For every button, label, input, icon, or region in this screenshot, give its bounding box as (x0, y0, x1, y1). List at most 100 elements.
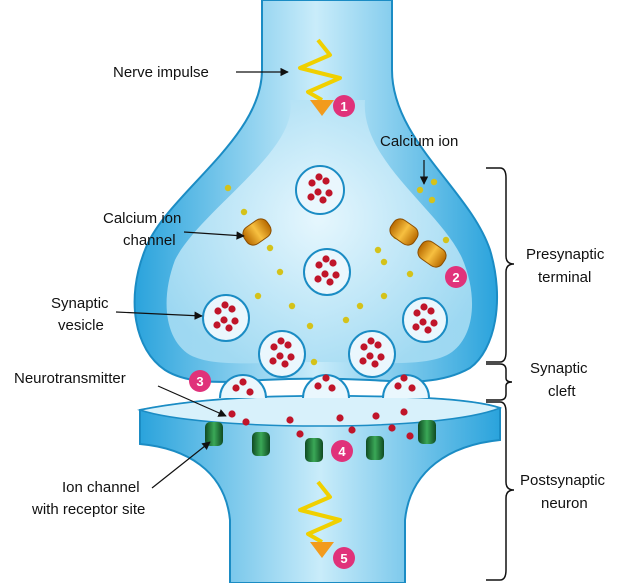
calcium-ion-dot (240, 208, 248, 216)
leader-calcium-channel (183, 231, 245, 240)
neurotransmitter-dot (315, 173, 323, 181)
bracket-cleft (486, 363, 513, 401)
neurotransmitter-dot (329, 259, 337, 267)
neurotransmitter-dot (336, 414, 344, 422)
calcium-ion-dot (310, 358, 318, 366)
neurotransmitter-dot (348, 426, 356, 434)
neurotransmitter-dot (367, 337, 375, 345)
neurotransmitter-dot (221, 301, 229, 309)
step-badge-5: 5 (333, 547, 355, 569)
calcium-ion-dot (416, 186, 424, 194)
neurotransmitter-dot (322, 255, 330, 263)
neurotransmitter-dot (314, 275, 322, 283)
label-presynaptic-2: terminal (538, 269, 591, 286)
calcium-ion-channel (417, 240, 447, 268)
step-badge-2: 2 (445, 266, 467, 288)
neurotransmitter-dot (269, 357, 277, 365)
step-badge-1: 1 (333, 95, 355, 117)
neurotransmitter-dot (430, 319, 438, 327)
step-badge-4: 4 (331, 440, 353, 462)
impulse-arrow-icon (310, 542, 334, 558)
svg-text:4: 4 (338, 444, 346, 459)
label-postsynaptic-2: neuron (541, 495, 588, 512)
neurotransmitter-dot (314, 382, 322, 390)
neurotransmitter-dot (231, 317, 239, 325)
neurotransmitter-dot (427, 307, 435, 315)
neurotransmitter-dot (400, 374, 408, 382)
label-nerve-impulse: Nerve impulse (113, 64, 209, 81)
svg-text:1: 1 (340, 99, 347, 114)
neurotransmitter-dot (325, 189, 333, 197)
neurotransmitter-dot (359, 357, 367, 365)
calcium-ion-dot (374, 246, 382, 254)
neurotransmitter-dot (225, 324, 233, 332)
fusing-vesicle (219, 374, 267, 399)
calcium-ion-dot (266, 244, 274, 252)
neurotransmitter-dot (412, 323, 420, 331)
neurotransmitter-dot (321, 270, 329, 278)
neurotransmitter-dot (388, 424, 396, 432)
neurotransmitter-dot (408, 384, 416, 392)
neurotransmitter-dot (413, 309, 421, 317)
label-presynaptic-1: Presynaptic (526, 246, 605, 263)
calcium-ion-channel (242, 218, 272, 246)
neurotransmitter-dot (374, 341, 382, 349)
neurotransmitter-dot (286, 416, 294, 424)
neurotransmitter-dot (307, 193, 315, 201)
neurotransmitter-dot (214, 307, 222, 315)
calcium-ion-channel (389, 218, 419, 246)
neurotransmitter-dot (296, 430, 304, 438)
label-ion-channel-2: with receptor site (31, 501, 145, 518)
step-badge-3: 3 (189, 370, 211, 392)
calcium-ion-dot (288, 302, 296, 310)
calcium-ion-dot (442, 236, 450, 244)
neurotransmitter-dot (287, 353, 295, 361)
neurotransmitter-dot (366, 352, 374, 360)
neurotransmitter-dot (326, 278, 334, 286)
neurotransmitter-dot (270, 343, 278, 351)
calcium-ion-dot (224, 184, 232, 192)
neurotransmitter-dot (281, 360, 289, 368)
neurotransmitter-dot (372, 412, 380, 420)
leader-vesicle (115, 311, 203, 320)
label-calcium-ion: Calcium ion (380, 133, 458, 150)
neurotransmitter-dot (276, 352, 284, 360)
label-cleft-1: Synaptic (530, 360, 588, 377)
neurotransmitter-dot (242, 418, 250, 426)
label-vesicle-1: Synaptic (51, 295, 109, 312)
calcium-ion-dot (380, 292, 388, 300)
neurotransmitter-dot (420, 303, 428, 311)
calcium-ion-dot (428, 196, 436, 204)
svg-text:2: 2 (452, 270, 459, 285)
neurotransmitter-dot (371, 360, 379, 368)
calcium-ion-dot (430, 178, 438, 186)
bracket-presynaptic (486, 167, 515, 363)
label-ion-channel-1: Ion channel (62, 479, 140, 496)
svg-text:5: 5 (340, 551, 347, 566)
calcium-ion-dot (380, 258, 388, 266)
neurotransmitter-dot (360, 343, 368, 351)
neurotransmitter-dot (394, 382, 402, 390)
neurotransmitter-dot (377, 353, 385, 361)
label-cleft-2: cleft (548, 383, 576, 400)
neurotransmitter-dot (314, 188, 322, 196)
calcium-ion-dot (306, 322, 314, 330)
neurotransmitter-molecules (213, 173, 438, 440)
calcium-ion-dot (342, 316, 350, 324)
neurotransmitter-dot (246, 388, 254, 396)
neurotransmitter-dot (319, 196, 327, 204)
neurotransmitter-dot (277, 337, 285, 345)
lightning-icon (298, 38, 342, 102)
leader-neurotransmitter (157, 385, 227, 417)
neurotransmitter-dot (322, 177, 330, 185)
calcium-ion-dot (254, 292, 262, 300)
presynaptic-cytoplasm (166, 100, 473, 364)
neurotransmitter-dot (228, 305, 236, 313)
label-calcium-channel-2: channel (123, 232, 176, 249)
label-neurotransmitter: Neurotransmitter (14, 370, 126, 387)
label-vesicle-2: vesicle (58, 317, 104, 334)
neurotransmitter-dot (328, 384, 336, 392)
neurotransmitter-dot (400, 408, 408, 416)
